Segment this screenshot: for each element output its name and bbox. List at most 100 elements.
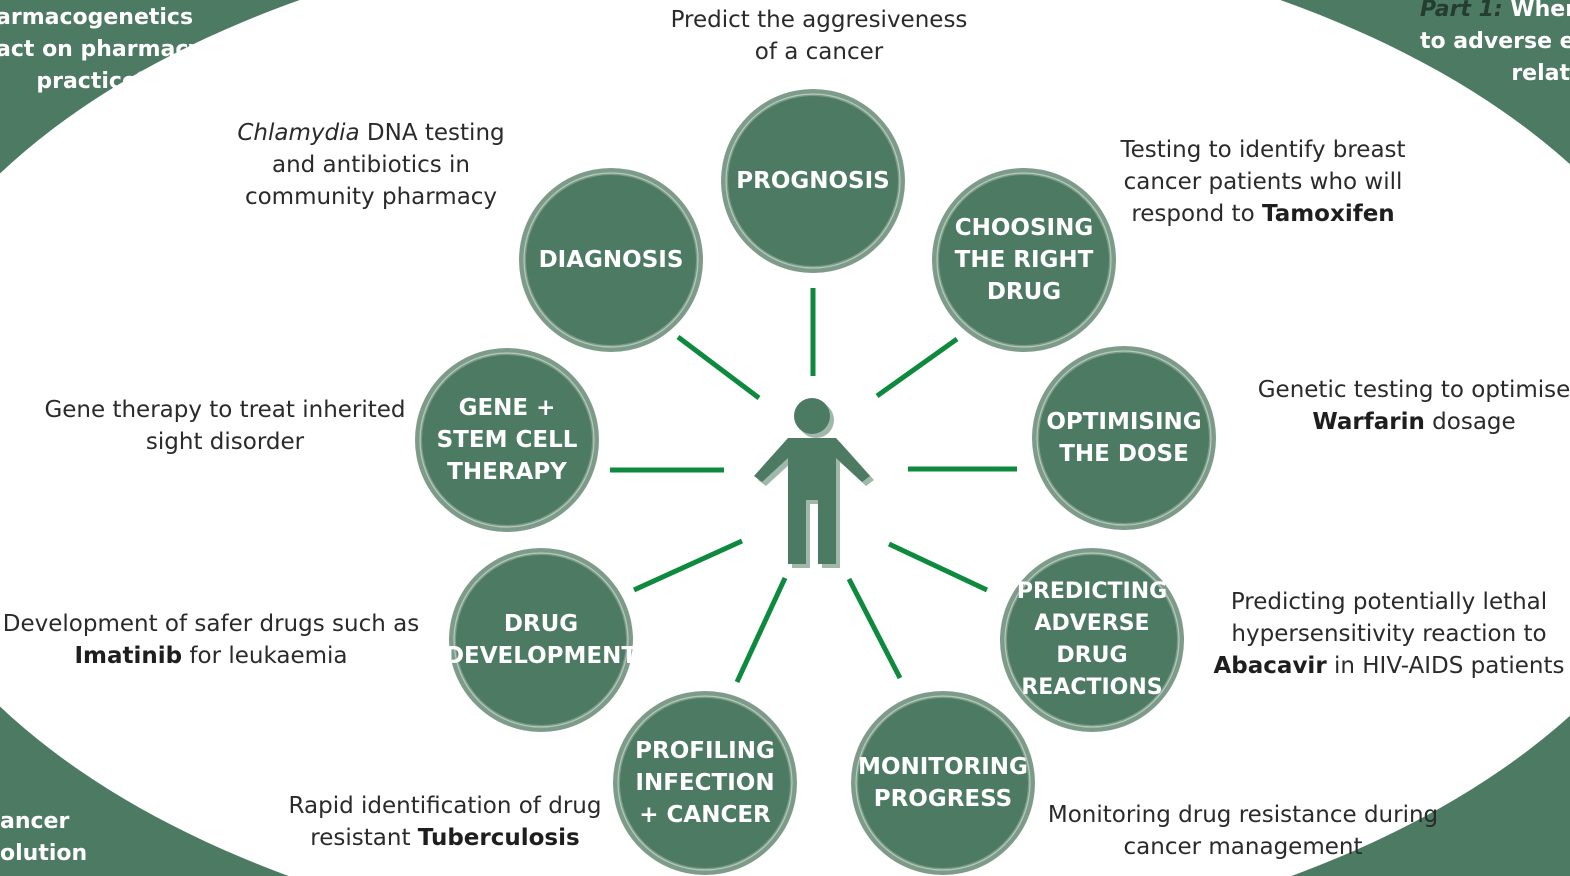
node-label-line: GENE + — [458, 395, 556, 421]
node-label-diagnosis: DIAGNOSIS — [539, 244, 684, 276]
corner-fragment: When — [1510, 0, 1570, 22]
caption-text: Monitoring drug resistance during — [1047, 802, 1439, 828]
caption-line: Predicting potentially lethal — [1209, 586, 1569, 618]
caption-emphasis: Tuberculosis — [417, 825, 580, 851]
caption-text: Genetic testing to optimise — [1257, 377, 1570, 403]
caption-line: Testing to identify breast — [1073, 134, 1453, 166]
corner-line: to adverse ef — [1420, 29, 1570, 54]
caption-text: in HIV-AIDS patients — [1326, 653, 1565, 679]
caption-line: community pharmacy — [221, 181, 521, 213]
spoke-line — [887, 541, 989, 593]
caption-line: Imatinib for leukaemia — [1, 640, 421, 672]
node-circles — [415, 89, 1216, 875]
caption-line: hypersensitivity reaction to — [1209, 618, 1569, 650]
corner-text-top-right: Part 1: When to adverse ef relat — [1420, 0, 1570, 90]
node-disc — [620, 698, 790, 868]
node-disc — [1039, 353, 1209, 523]
caption-text: Testing to identify breast — [1120, 137, 1406, 163]
node-label-line: PREDICTING — [1016, 579, 1168, 604]
node-label-line: THE DOSE — [1059, 441, 1189, 467]
caption-line: Predict the aggresiveness — [609, 4, 1029, 36]
node-ring — [1004, 552, 1180, 728]
part-label: Part 1: — [1420, 0, 1503, 22]
spoke-line — [875, 336, 959, 399]
caption-line: Development of safer drugs such as — [1, 608, 421, 640]
node-label-line: DRUG — [1056, 643, 1128, 668]
caption-text: sight disorder — [145, 429, 305, 455]
caption-line: Gene therapy to treat inherited — [35, 394, 415, 426]
caption-text: Predicting potentially lethal — [1230, 589, 1548, 615]
caption-diagnosis: Chlamydia DNA testing and antibiotics in c… — [221, 117, 521, 213]
corner-line: act on pharmacy — [0, 37, 203, 62]
caption-monitoring-progress: Monitoring drug resistance during cancer … — [1033, 799, 1453, 863]
node-disc — [422, 355, 592, 525]
caption-predicting-adverse-drug-reactions: Predicting potentially lethal hypersensit… — [1209, 586, 1569, 682]
node-ring — [617, 695, 793, 871]
node-label-line: DIAGNOSIS — [538, 247, 684, 273]
caption-text: for leukaemia — [182, 643, 348, 669]
caption-drug-development: Development of safer drugs such as Imatin… — [1, 608, 421, 672]
spoke-lines — [610, 288, 1017, 684]
caption-text: cancer management — [1123, 834, 1363, 860]
caption-line: sight disorder — [35, 426, 415, 458]
caption-line: Warfarin dosage — [1254, 406, 1570, 438]
corner-line: ancer — [0, 809, 70, 834]
node-disc — [526, 175, 696, 345]
caption-line: Genetic testing to optimise — [1254, 374, 1570, 406]
node-ring — [523, 172, 699, 348]
corner-line: olution — [0, 841, 88, 866]
caption-line: resistant Tuberculosis — [275, 822, 615, 854]
corner-line: relat — [1511, 61, 1570, 86]
caption-line: Chlamydia DNA testing — [221, 117, 521, 149]
node-label-line: PROGNOSIS — [736, 168, 890, 194]
caption-choosing-the-right-drug: Testing to identify breast cancer patient… — [1073, 134, 1453, 230]
caption-line: Abacavir in HIV-AIDS patients — [1209, 650, 1569, 682]
node-disc — [728, 96, 898, 266]
node-label-line: DEVELOPMENT — [444, 643, 638, 669]
person-icon — [754, 398, 874, 568]
caption-text: and antibiotics in — [271, 152, 471, 178]
caption-line: cancer patients who will — [1073, 166, 1453, 198]
node-label-line: CHOOSING — [954, 215, 1094, 241]
node-disc — [939, 175, 1109, 345]
node-ring — [419, 352, 595, 528]
caption-text: Development of safer drugs such as — [2, 611, 420, 637]
node-label-line: REACTIONS — [1021, 675, 1163, 700]
caption-text: cancer patients who will — [1123, 169, 1403, 195]
node-label-line: STEM CELL — [436, 427, 578, 453]
node-disc — [456, 555, 626, 725]
caption-emphasis: Tamoxifen — [1261, 201, 1395, 227]
node-ring — [725, 93, 901, 269]
caption-text: dosage — [1424, 409, 1516, 435]
caption-text: respond to — [1131, 201, 1262, 227]
caption-line: respond to Tamoxifen — [1073, 198, 1453, 230]
node-label-line: INFECTION — [635, 770, 775, 796]
node-ring — [855, 695, 1031, 871]
node-disc — [858, 698, 1028, 868]
node-label-line: THE RIGHT — [954, 247, 1094, 273]
node-predicting-adverse-drug-reactions — [1000, 548, 1184, 732]
node-prognosis — [721, 89, 905, 273]
node-ring — [936, 172, 1112, 348]
node-label-line: PROGRESS — [873, 786, 1013, 812]
node-label-line: DRUG — [503, 611, 579, 637]
caption-text: Gene therapy to treat inherited — [44, 397, 406, 423]
corner-line: armacogenetics — [0, 5, 194, 30]
caption-text: resistant — [310, 825, 418, 851]
caption-line: Rapid identification of drug — [275, 790, 615, 822]
node-label-line: PROFILING — [635, 738, 775, 764]
node-label-drug-development: DRUG DEVELOPMENT — [445, 608, 637, 672]
spoke-line — [676, 335, 761, 400]
node-profiling-infection-cancer — [613, 691, 797, 875]
caption-line: of a cancer — [609, 36, 1029, 68]
node-label-line: + CANCER — [639, 802, 771, 828]
spoke-line — [632, 538, 744, 593]
node-optimising-the-dose — [1032, 346, 1216, 530]
